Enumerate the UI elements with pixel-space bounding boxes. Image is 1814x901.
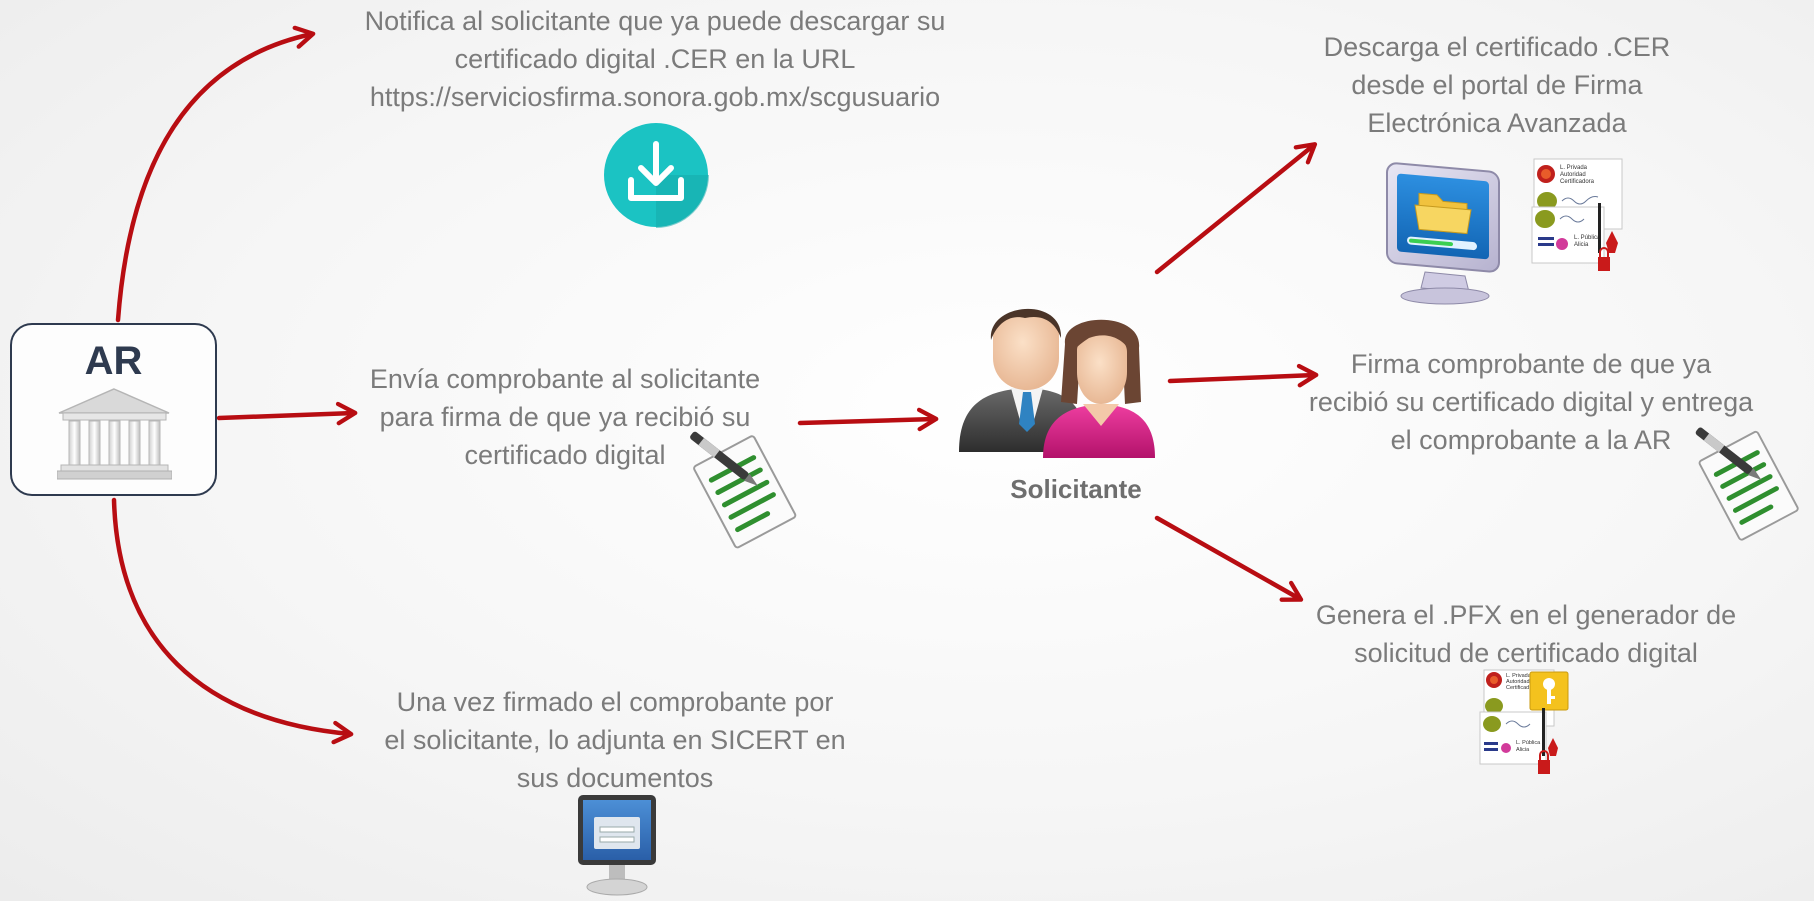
cert2-privada-line-3: Certificadora: [1506, 685, 1538, 691]
bank-icon: [57, 388, 172, 480]
document-sign-icon: [690, 431, 797, 549]
step-envia-line-1: Envía comprobante al solicitante: [369, 364, 761, 394]
step-adjunta: Una vez firmado el comprobante por el so…: [350, 683, 880, 797]
ar-node: AR: [10, 323, 217, 496]
step-descarga-line-3: Electrónica Avanzada: [1367, 108, 1627, 138]
step-notifica: Notifica al solicitante que ya puede des…: [330, 2, 980, 116]
cert-privada-line-3: Certificadora: [1560, 179, 1595, 185]
step-adjunta-line-2: el solicitante, lo adjunta en SICERT en: [384, 725, 846, 755]
step-adjunta-line-1: Una vez firmado el comprobante por: [396, 687, 834, 717]
step-firma-line-1: Firma comprobante de que ya: [1350, 349, 1712, 379]
cert-publica-line-2: Alicia: [1574, 242, 1589, 248]
cert2-privada-line-1: L. Privada: [1506, 673, 1532, 679]
step-notifica-line-1: Notifica al solicitante que ya puede des…: [364, 6, 946, 36]
solicitante-label: Solicitante: [1010, 474, 1142, 504]
certificate-key-icon: L. Privada Autoridad Certificadora L. Pú…: [1479, 669, 1569, 774]
monitor-folder-icon: [1386, 162, 1500, 305]
cert-privada-line-1: L. Privada: [1560, 165, 1588, 171]
download-icon: [604, 123, 709, 228]
certificate-icon: L. Privada Autoridad Certificadora L. Pú…: [1531, 158, 1623, 271]
arrow-ar-to-envia: [216, 401, 358, 426]
cert2-publica-line-1: L. Pública: [1516, 740, 1541, 746]
step-genera: Genera el .PFX en el generador de solici…: [1306, 596, 1746, 672]
step-firma: Firma comprobante de que ya recibió su c…: [1286, 345, 1776, 459]
arrow-ar-to-adjunta: [111, 497, 354, 745]
step-firma-line-3: el comprobante a la AR: [1390, 425, 1672, 455]
step-genera-line-1: Genera el .PFX en el generador de: [1315, 600, 1737, 630]
step-adjunta-line-3: sus documentos: [516, 763, 714, 793]
step-envia-line-3: certificado digital: [464, 440, 666, 470]
step-genera-line-2: solicitud de certificado digital: [1354, 638, 1698, 668]
step-descarga-line-2: desde el portal de Firma: [1351, 70, 1643, 100]
arrow-ar-to-notifica: [115, 25, 316, 323]
arrow-solicitante-to-genera: [1154, 515, 1304, 602]
step-firma-line-2: recibió su certificado digital y entrega: [1308, 387, 1754, 417]
cert-publica-line-1: L. Pública: [1574, 235, 1601, 241]
monitor-login-icon: [578, 795, 656, 896]
arrow-envia-to-solicitante: [797, 407, 939, 432]
step-descarga-line-1: Descarga el certificado .CER: [1323, 32, 1671, 62]
cert2-publica-line-2: Alicia: [1516, 747, 1530, 753]
document-sign-icon-right: [1695, 427, 1799, 541]
people-icon: [959, 308, 1155, 458]
step-descarga: Descarga el certificado .CER desde el po…: [1297, 28, 1697, 142]
step-envia-line-2: para firma de que ya recibió su: [379, 402, 751, 432]
arrow-solicitante-to-firma: [1167, 363, 1319, 388]
ar-label: AR: [84, 339, 143, 383]
cert-privada-line-2: Autoridad: [1560, 172, 1586, 178]
step-notifica-line-2: certificado digital .CER en la URL: [454, 44, 856, 74]
step-notifica-line-3: https://serviciosfirma.sonora.gob.mx/scg…: [369, 82, 941, 112]
cert2-privada-line-2: Autoridad: [1506, 679, 1530, 685]
arrow-solicitante-to-descarga: [1154, 142, 1318, 275]
step-envia: Envía comprobante al solicitante para fi…: [340, 360, 790, 474]
